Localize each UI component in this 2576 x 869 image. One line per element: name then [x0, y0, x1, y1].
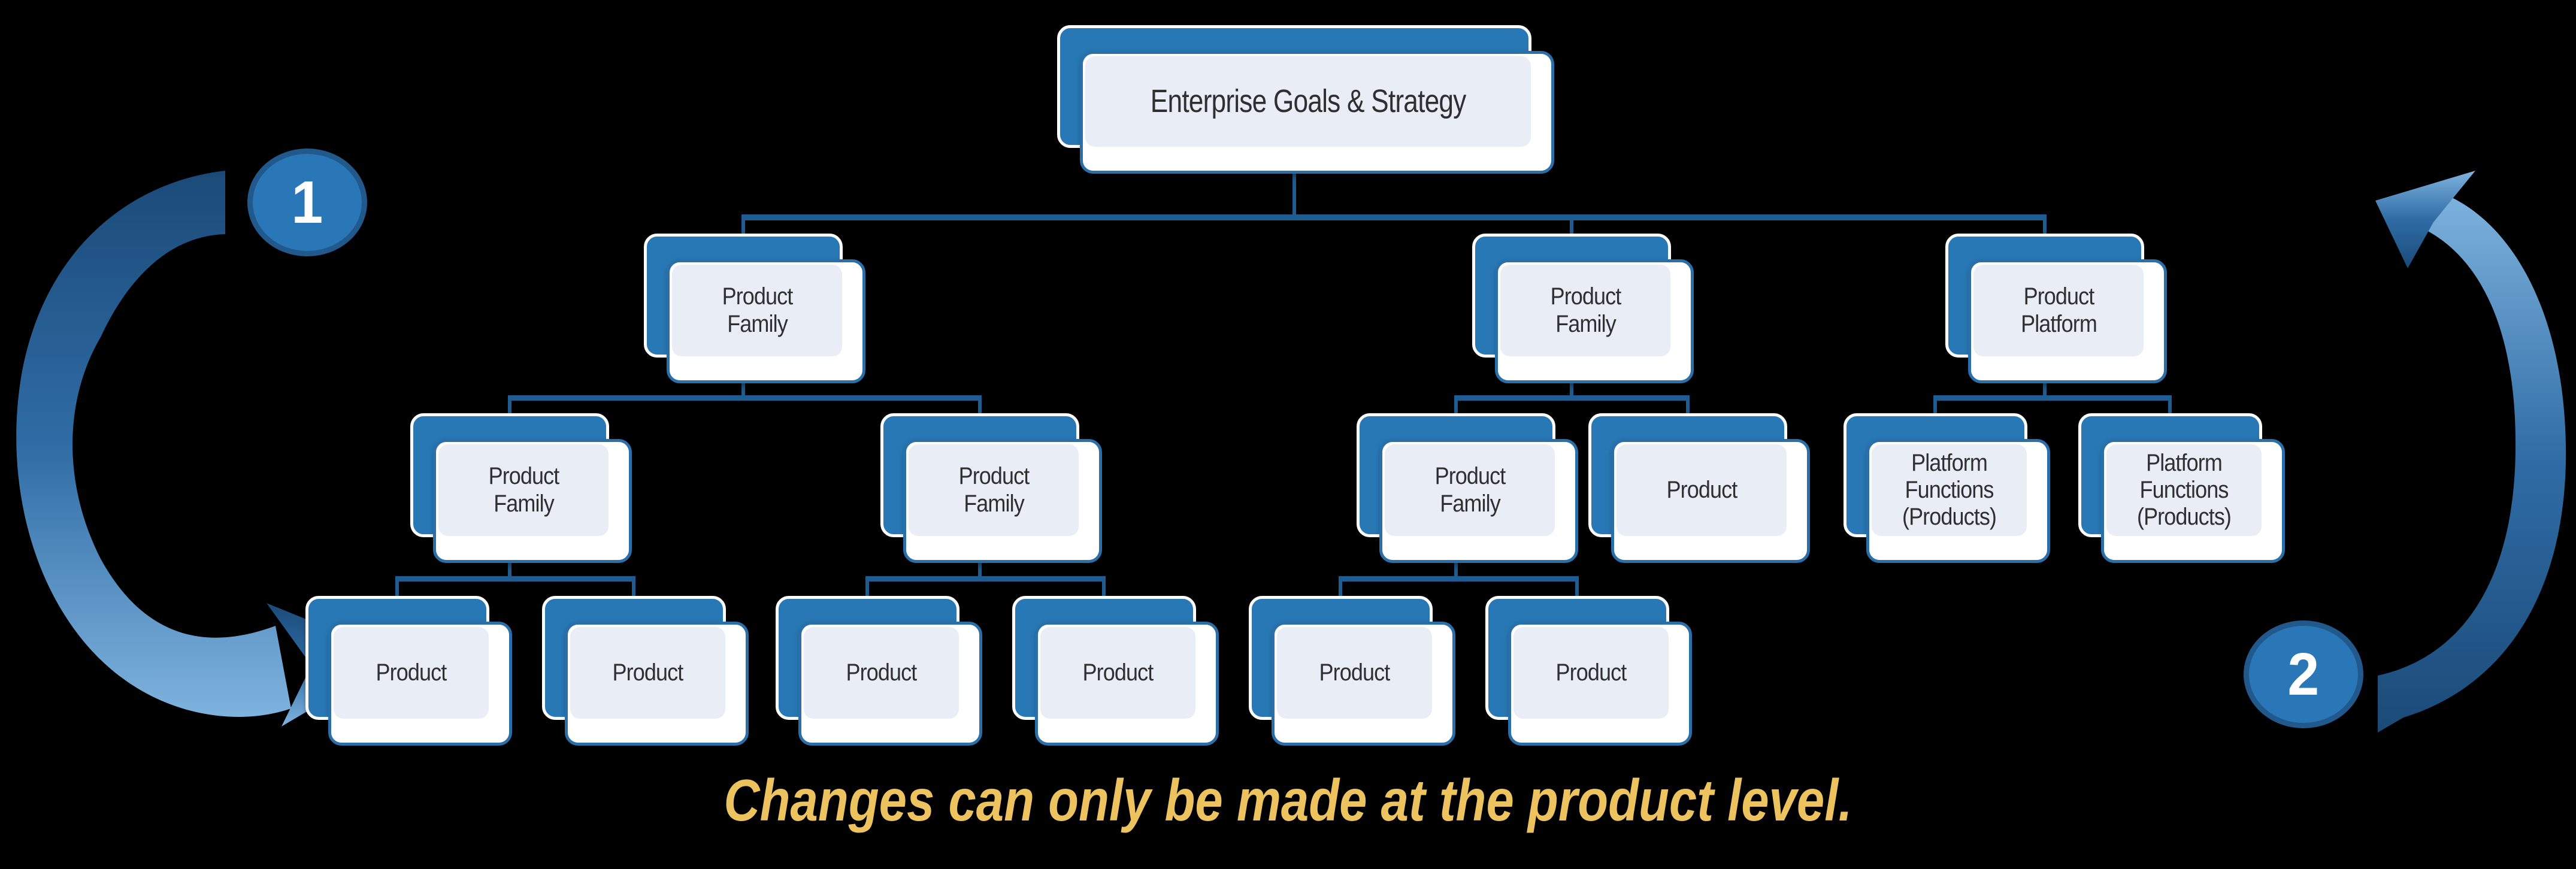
node-label: Product — [846, 659, 918, 686]
card-front: Product Family — [1495, 259, 1694, 383]
node-label: Product — [612, 659, 684, 686]
card-front: Product — [565, 622, 749, 746]
connector-line — [1570, 214, 1573, 240]
card-panel: Product Family — [1500, 265, 1670, 356]
node-label: Platform Functions (Products) — [1902, 449, 1997, 531]
card-front: Product Family — [903, 439, 1102, 563]
node-product-family-l2-2: Product Family — [1472, 234, 1694, 383]
connector-bus — [865, 576, 1106, 582]
card-front: Product Family — [667, 259, 865, 383]
connector-line — [978, 395, 982, 417]
card-front: Product — [1611, 439, 1810, 563]
connector-line — [632, 576, 635, 599]
card-front: Platform Functions (Products) — [2101, 439, 2285, 563]
card-panel: Product — [1617, 444, 1787, 536]
card-front: Product — [1272, 622, 1455, 746]
card-panel: Product — [334, 627, 489, 719]
connector-line — [1575, 576, 1579, 599]
node-label: Product Family — [1550, 283, 1621, 337]
card-panel: Product — [1040, 627, 1195, 719]
connector-bus — [1933, 395, 2172, 401]
card-front: Product Platform — [1968, 259, 2167, 383]
card-front: Product — [328, 622, 512, 746]
card-front: Platform Functions (Products) — [1866, 439, 2050, 563]
node-label: Product Family — [488, 463, 559, 517]
node-product-family-l2-1: Product Family — [644, 234, 865, 383]
node-product-family-l3-3: Product Family — [1357, 413, 1578, 563]
step-1-badge: 1 — [247, 149, 367, 256]
connector-bus — [1454, 395, 1690, 401]
node-platform-functions-1: Platform Functions (Products) — [1844, 413, 2050, 563]
caption-text: Changes can only be made at the product … — [724, 767, 1852, 833]
node-label: Platform Functions (Products) — [2136, 449, 2232, 531]
card-front: Product — [1035, 622, 1219, 746]
connector-line — [1570, 383, 1573, 398]
badge-number: 1 — [291, 168, 323, 236]
card-panel: Product Family — [909, 444, 1079, 536]
node-label: Product — [1555, 659, 1627, 686]
card-front: Product Family — [1379, 439, 1578, 563]
connector-line — [1102, 576, 1106, 599]
curved-arrow-right-icon — [2375, 171, 2566, 732]
card-panel: Product Family — [438, 444, 609, 536]
card-front: Product — [1508, 622, 1692, 746]
card-panel: Enterprise Goals & Strategy — [1085, 56, 1531, 147]
badge-number: 2 — [2287, 640, 2320, 708]
node-product-4: Product — [1012, 596, 1219, 746]
node-label: Enterprise Goals & Strategy — [1150, 83, 1467, 119]
node-product-6: Product — [1485, 596, 1692, 746]
node-product-2: Product — [542, 596, 749, 746]
step-2-badge: 2 — [2244, 620, 2363, 728]
node-product-l3: Product — [1588, 413, 1810, 563]
node-product-platform: Product Platform — [1945, 234, 2167, 383]
connector-bus — [1339, 576, 1579, 582]
connector-line — [508, 395, 511, 417]
node-label: Product Family — [722, 283, 793, 337]
card-panel: Product — [1277, 627, 1432, 719]
connector-bus — [741, 214, 2047, 220]
node-label: Product — [1666, 476, 1737, 503]
connector-line — [1339, 576, 1342, 599]
connector-line — [1933, 395, 1937, 417]
connector-line — [395, 576, 399, 599]
node-label: Product — [1319, 659, 1391, 686]
connector-line — [508, 563, 511, 577]
connector-line — [2043, 383, 2047, 398]
node-label: Product — [1082, 659, 1154, 686]
node-enterprise-goals-strategy: Enterprise Goals & Strategy — [1057, 25, 1554, 174]
node-platform-functions-2: Platform Functions (Products) — [2078, 413, 2285, 563]
card-panel: Platform Functions (Products) — [2106, 444, 2262, 536]
card-panel: Product Platform — [1973, 265, 2144, 356]
node-product-3: Product — [776, 596, 982, 746]
node-label: Product — [376, 659, 447, 686]
card-panel: Product Family — [672, 265, 842, 356]
card-front: Product — [798, 622, 982, 746]
node-product-1: Product — [305, 596, 512, 746]
card-front: Product Family — [433, 439, 632, 563]
card-panel: Product — [804, 627, 959, 719]
connector-bus — [395, 576, 635, 582]
connector-line — [1292, 174, 1296, 216]
connector-line — [865, 576, 869, 599]
node-product-family-l3-2: Product Family — [880, 413, 1102, 563]
connector-line — [978, 563, 982, 577]
card-panel: Product Family — [1385, 444, 1555, 536]
connector-bus — [508, 395, 982, 401]
connector-line — [741, 214, 745, 240]
card-front: Enterprise Goals & Strategy — [1080, 51, 1554, 174]
node-product-family-l3-1: Product Family — [410, 413, 632, 563]
connector-line — [741, 383, 745, 398]
connector-line — [1454, 563, 1458, 577]
card-panel: Platform Functions (Products) — [1872, 444, 2027, 536]
node-label: Product Family — [1434, 463, 1506, 517]
connector-line — [1686, 395, 1690, 417]
node-label: Product Family — [958, 463, 1030, 517]
card-panel: Product — [1513, 627, 1669, 719]
connector-line — [2168, 395, 2172, 417]
card-panel: Product — [570, 627, 725, 719]
connector-line — [1454, 395, 1458, 417]
node-product-5: Product — [1249, 596, 1455, 746]
node-label: Product Platform — [2020, 283, 2097, 337]
connector-line — [2043, 214, 2047, 240]
